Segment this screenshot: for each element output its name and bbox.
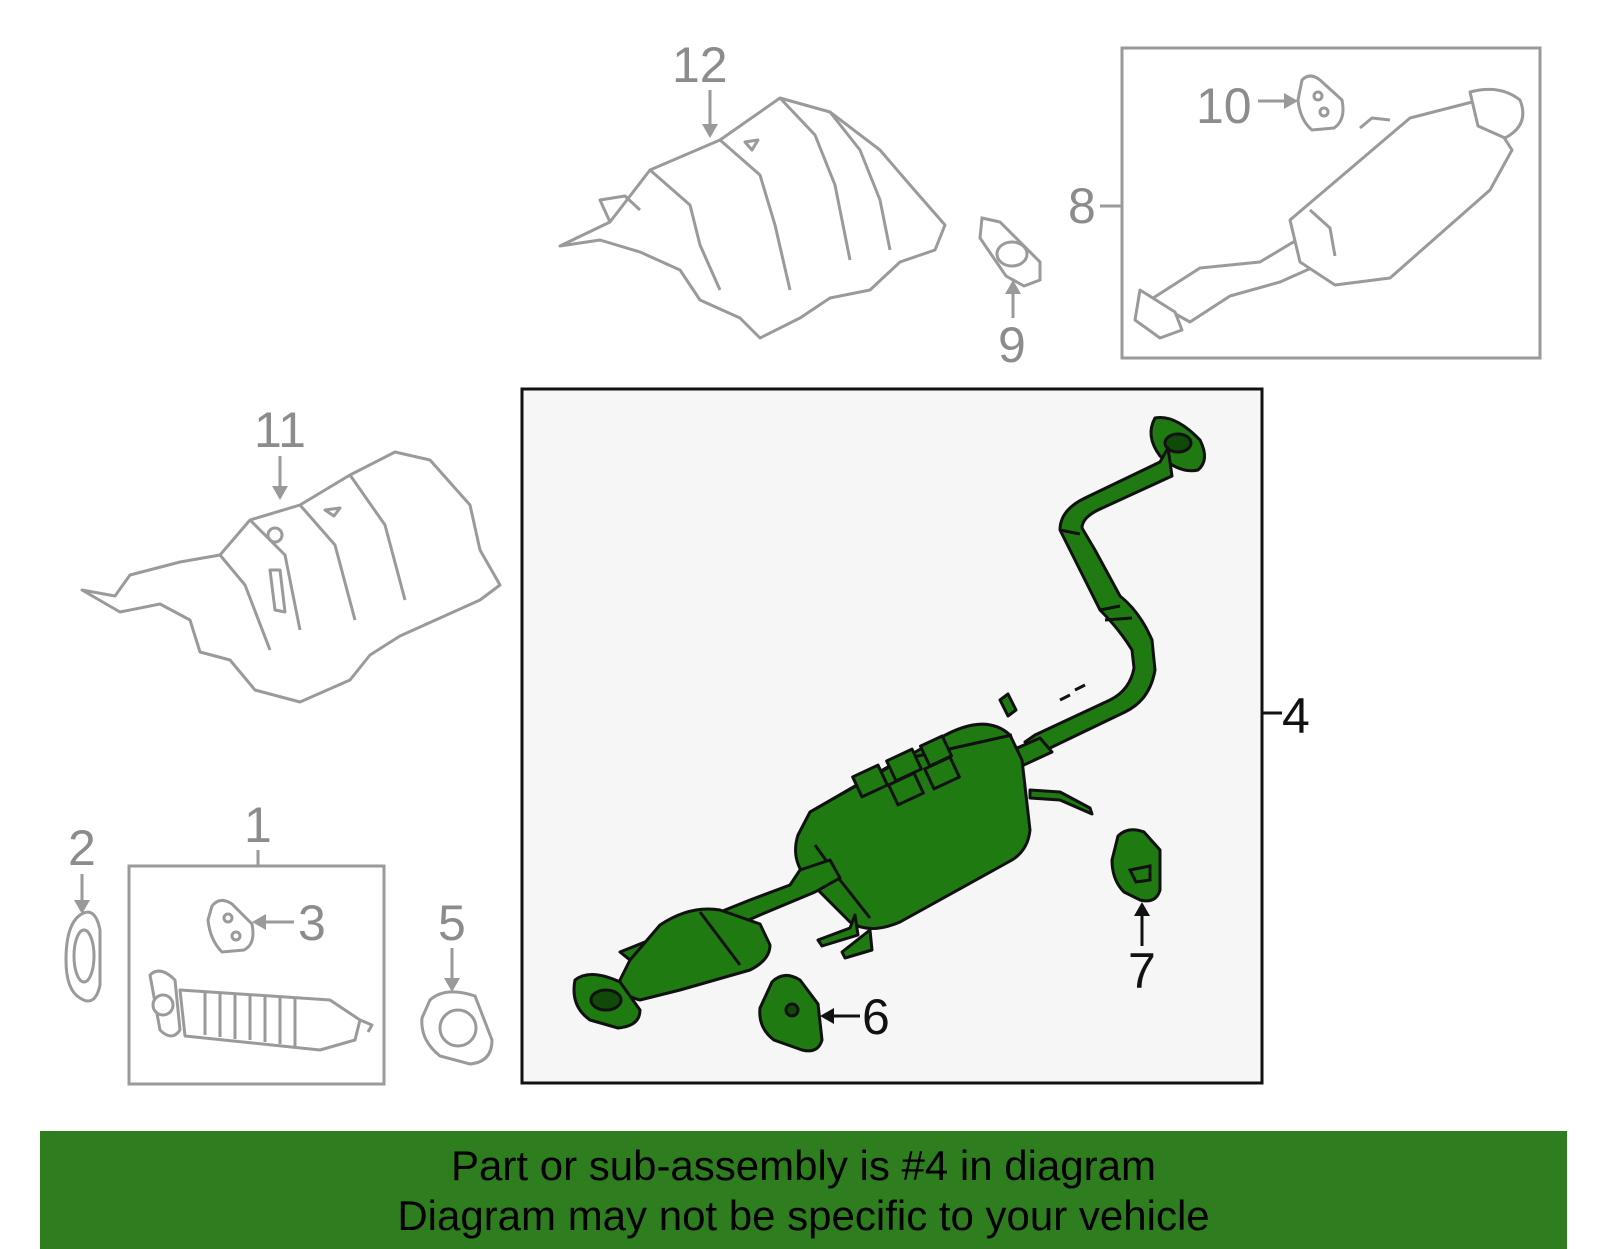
part-5-gasket (420, 990, 494, 1066)
part-6-hanger (758, 974, 824, 1053)
callout-4-label: 4 (1282, 688, 1310, 744)
part-8-box (1120, 46, 1542, 360)
callout-1: 1 (244, 797, 272, 866)
callout-1-label: 1 (244, 797, 272, 853)
callout-5-label: 5 (438, 895, 466, 951)
part-12-heat-shield (558, 96, 947, 340)
callout-10: 10 (1196, 78, 1298, 134)
callout-10-label: 10 (1196, 78, 1252, 134)
callout-6: 6 (820, 989, 890, 1045)
callout-9-label: 9 (998, 317, 1026, 373)
part-10-hanger (1296, 74, 1345, 132)
part-9-gasket (978, 216, 1042, 288)
callout-3-label: 3 (298, 895, 326, 951)
callout-12-label: 12 (672, 37, 728, 93)
part-3-hanger (206, 899, 255, 954)
part-8-rear-muffler (1133, 87, 1525, 340)
part-4-center-muffler-assembly (572, 415, 1206, 1030)
callout-8: 8 (1068, 178, 1122, 234)
callout-12: 12 (672, 37, 728, 138)
info-banner: Part or sub-assembly is #4 in diagram Di… (40, 1131, 1567, 1249)
callout-7: 7 (1128, 902, 1156, 999)
callout-2-label: 2 (68, 820, 96, 876)
callout-3: 3 (252, 895, 326, 951)
banner-line-2: Diagram may not be specific to your vehi… (397, 1192, 1210, 1239)
callout-6-label: 6 (862, 989, 890, 1045)
callout-4: 4 (1262, 688, 1310, 744)
callout-8-label: 8 (1068, 178, 1096, 234)
part-1-front-pipe (148, 969, 374, 1052)
part-2-gasket (64, 910, 102, 1003)
callout-9: 9 (998, 280, 1026, 373)
callout-2: 2 (68, 820, 96, 914)
callout-7-label: 7 (1128, 943, 1156, 999)
banner-line-1: Part or sub-assembly is #4 in diagram (451, 1142, 1156, 1189)
callout-11: 11 (254, 402, 306, 500)
callout-11-label: 11 (254, 402, 306, 458)
callout-5: 5 (438, 895, 466, 992)
part-7-hanger (1110, 828, 1162, 903)
part-11-heat-shield (80, 450, 502, 704)
